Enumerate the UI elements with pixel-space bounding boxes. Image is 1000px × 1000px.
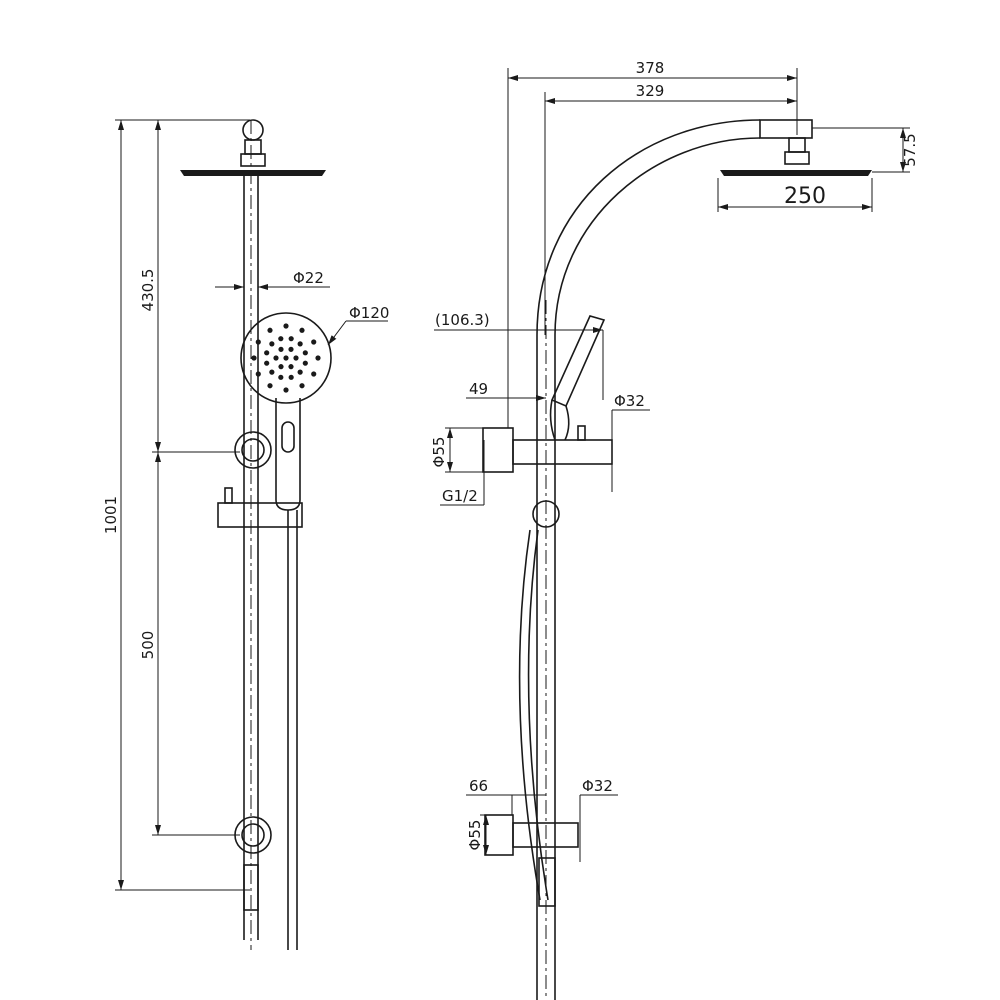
nozzle <box>302 350 308 356</box>
nozzle <box>288 374 294 380</box>
nozzle <box>267 327 273 333</box>
dim-flange-diameter-bottom: Φ55 <box>466 820 484 851</box>
nozzle <box>311 339 317 345</box>
upper-bracket <box>234 431 272 469</box>
nozzle <box>278 346 284 352</box>
dim-hand-shower-offset: (106.3) <box>435 311 490 329</box>
hand-shower-face <box>240 312 332 404</box>
nozzle <box>302 360 308 366</box>
outlet-top <box>512 439 613 465</box>
nozzle <box>278 336 284 342</box>
top-elbow <box>242 119 264 141</box>
nozzle <box>269 341 275 347</box>
nozzle <box>278 374 284 380</box>
nozzle <box>255 371 261 377</box>
arm-end <box>759 119 813 139</box>
nozzle <box>299 327 305 333</box>
nozzle <box>288 364 294 370</box>
dim-outlet-diameter-top: Φ32 <box>614 392 645 410</box>
nozzle <box>264 350 270 356</box>
nozzle <box>283 387 289 393</box>
nozzle <box>251 355 257 361</box>
dim-pipe-offset-top: 49 <box>469 380 488 398</box>
dim-head-height: 57.5 <box>901 133 919 166</box>
dim-bracket-spacing: 500 <box>139 631 157 660</box>
hand-shower-side <box>550 315 606 408</box>
nozzle <box>255 339 261 345</box>
nozzle <box>315 355 321 361</box>
nozzle <box>264 360 270 366</box>
dim-upper-height: 430.5 <box>139 269 157 312</box>
hand-shower-handle <box>275 398 301 511</box>
outlet-bottom <box>512 822 579 848</box>
side-view: 378 329 57.5 250 (106.3) 49 Φ32 Φ55 G1/2… <box>430 59 919 1000</box>
dim-total-height: 1001 <box>102 496 120 534</box>
nozzle <box>283 323 289 329</box>
dim-head-diameter: 250 <box>784 184 826 209</box>
dim-hand-shower-diameter: Φ120 <box>349 304 389 322</box>
nozzle <box>293 355 299 361</box>
dim-arm-projection: 329 <box>636 82 665 100</box>
head-connector <box>244 139 262 155</box>
nozzle <box>278 364 284 370</box>
wall-flange-top <box>482 427 514 473</box>
dim-pipe-offset-bottom: 66 <box>469 777 488 795</box>
curved-arm <box>536 119 761 336</box>
nozzle <box>283 355 289 361</box>
dim-overall-projection: 378 <box>636 59 665 77</box>
nozzle <box>311 371 317 377</box>
dim-flange-diameter-top: Φ55 <box>430 437 448 468</box>
front-view: 1001 430.5 500 Φ22 Φ120 <box>102 119 389 950</box>
dim-pipe-diameter: Φ22 <box>293 269 324 287</box>
rain-head-side <box>720 170 872 176</box>
rain-head-front <box>180 170 326 176</box>
nozzle <box>269 369 275 375</box>
nozzle <box>297 341 303 347</box>
dim-outlet-diameter-bottom: Φ32 <box>582 777 613 795</box>
lower-bracket <box>234 816 272 854</box>
nozzle <box>299 383 305 389</box>
slider <box>217 502 303 528</box>
nozzle <box>288 346 294 352</box>
dim-thread-size: G1/2 <box>442 487 478 505</box>
wall-flange-bottom <box>484 814 514 856</box>
nozzle <box>288 336 294 342</box>
slider-side <box>532 500 560 528</box>
nozzle <box>297 369 303 375</box>
nozzles <box>251 323 321 393</box>
nozzle <box>273 355 279 361</box>
nozzle <box>267 383 273 389</box>
